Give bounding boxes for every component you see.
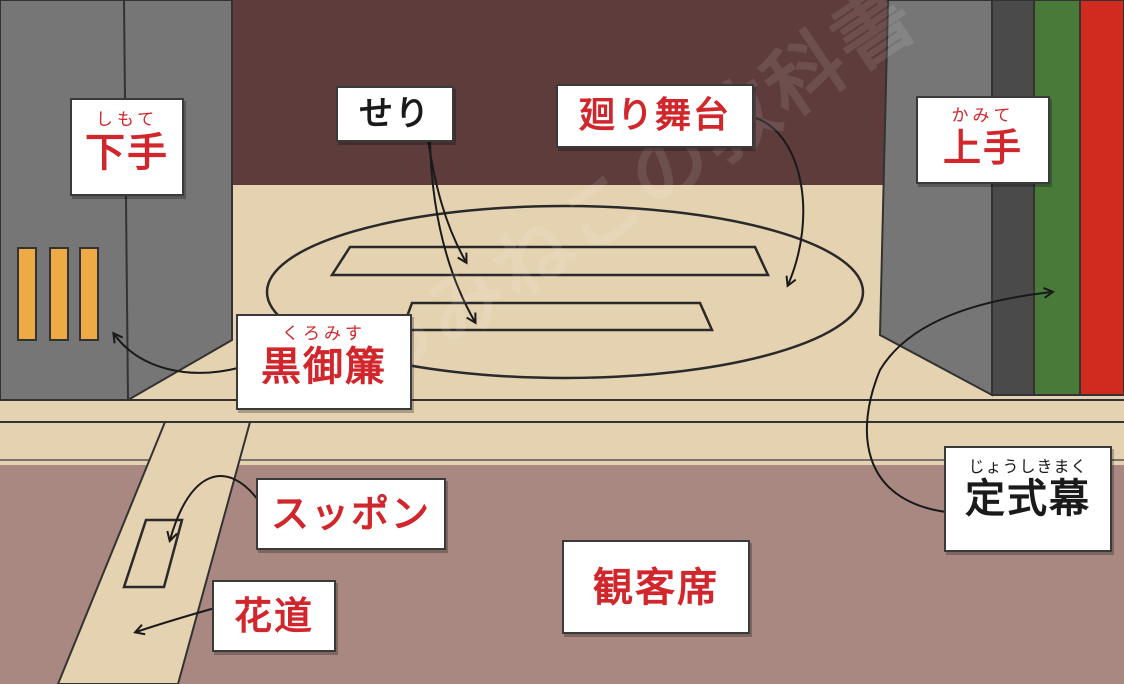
label-kuromisu: くろみす 黒御簾: [236, 314, 412, 410]
label-mawari-butai-text: 廻り舞台: [578, 95, 731, 136]
arrow-hanamichi: [136, 607, 216, 632]
kuromisu-lattice: [17, 247, 99, 341]
label-kamite-ruby: かみて: [951, 106, 1015, 126]
label-shimote-ruby: しもて: [95, 110, 159, 130]
label-shimote: しもて 下手: [70, 98, 184, 196]
arrow-joshikimaku: [865, 292, 1052, 513]
label-seri-text: せり: [359, 94, 431, 134]
label-kamite-text: 上手: [942, 126, 1023, 170]
label-hanamichi: 花道: [212, 580, 336, 652]
hanamichi-walkway: [56, 421, 252, 684]
arrow-suppon: [170, 475, 259, 540]
label-seri: せり: [336, 86, 454, 142]
label-suppon-text: スッポン: [270, 492, 431, 536]
label-kanjakuseki: 観客席: [562, 540, 750, 634]
label-joshikimaku-ruby: じょうしきまく: [968, 457, 1088, 476]
revolving-stage: [265, 204, 865, 380]
label-joshikimaku-text: 定式幕: [965, 476, 1091, 522]
label-joshikimaku: じょうしきまく 定式幕: [944, 446, 1112, 552]
label-suppon: スッポン: [256, 478, 446, 550]
suppon-trapdoor: [122, 518, 184, 589]
arrow-seri-lower: [429, 141, 475, 322]
arrow-mawari-butai: [755, 117, 805, 285]
label-kamite: かみて 上手: [916, 96, 1050, 184]
label-kuromisu-ruby: くろみす: [282, 324, 366, 344]
joshikimaku-curtain: [991, 0, 1124, 396]
label-kuromisu-text: 黒御簾: [261, 344, 387, 390]
label-shimote-text: 下手: [85, 130, 169, 176]
label-mawari-butai: 廻り舞台: [556, 84, 754, 148]
seri-lift-upper: [329, 245, 770, 277]
label-kanjakuseki-text: 観客席: [593, 565, 719, 611]
arrow-kuromisu: [114, 334, 239, 374]
label-hanamichi-text: 花道: [233, 594, 314, 638]
